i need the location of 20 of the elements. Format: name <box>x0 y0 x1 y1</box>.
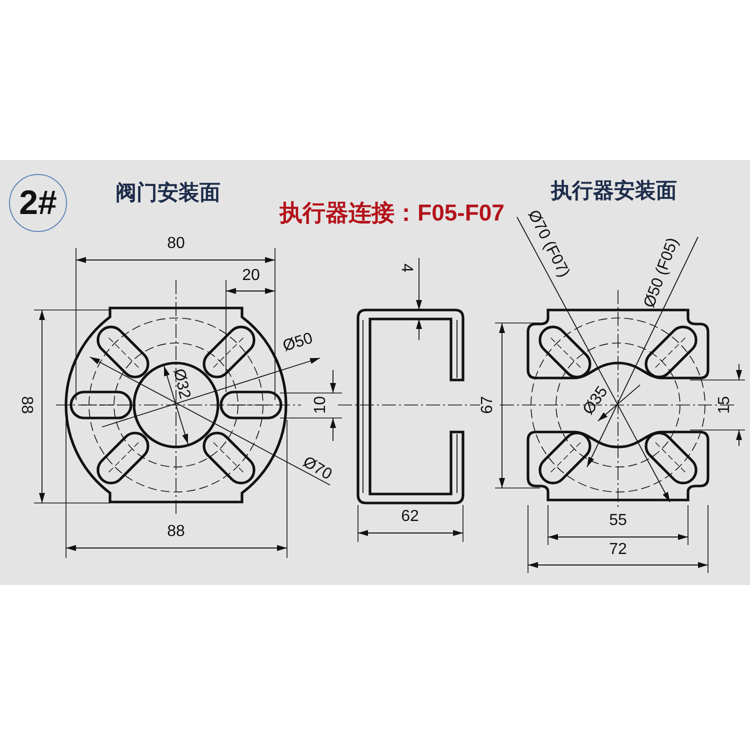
dimension-label: Ø50 (F05) <box>642 236 682 310</box>
dimension-label: 62 <box>401 509 419 525</box>
dimension-label: 4 <box>398 264 414 272</box>
dimension-label: 20 <box>242 268 260 284</box>
dimension-label: Ø32 <box>170 367 192 401</box>
dimension-label: 15 <box>717 396 733 414</box>
dimension-label: Ø50 <box>281 330 315 356</box>
dimension-label: 80 <box>167 236 185 252</box>
number-badge: 2# <box>9 174 67 232</box>
dimension-label: 88 <box>167 524 185 540</box>
dimension-label: 10 <box>313 396 329 414</box>
heading: 执行器安装面 <box>551 180 677 202</box>
heading: 执行器连接：F05-F07 <box>280 202 504 224</box>
dimension-label: 67 <box>480 396 496 414</box>
dimension-label: 88 <box>18 396 34 414</box>
dimension-label: 55 <box>609 513 627 529</box>
dimension-label: Ø70 <box>300 454 334 484</box>
dimension-label: 72 <box>609 542 627 558</box>
dimension-label: Ø70 (F07) <box>524 208 572 280</box>
heading: 阀门安装面 <box>116 182 220 204</box>
